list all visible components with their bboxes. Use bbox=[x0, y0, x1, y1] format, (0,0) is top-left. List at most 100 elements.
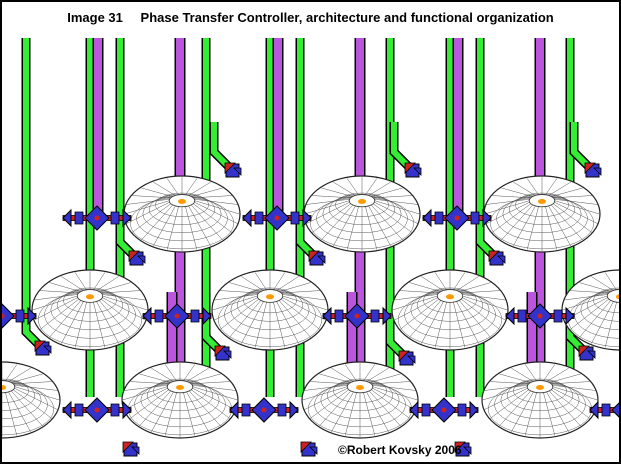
phase-controller-node bbox=[2, 303, 37, 329]
torus-meridian bbox=[344, 392, 357, 436]
green-line bbox=[391, 122, 411, 169]
torus-meridian bbox=[409, 282, 442, 292]
torus-meridian bbox=[368, 181, 391, 196]
torus-meridian bbox=[554, 200, 600, 215]
torus-meridian bbox=[368, 390, 401, 427]
torus-meridian bbox=[14, 384, 58, 391]
corner-connector-icon bbox=[578, 345, 596, 361]
toroid-element bbox=[483, 175, 601, 253]
torus-meridian bbox=[392, 295, 438, 311]
purple-line bbox=[348, 292, 356, 397]
torus-meridian bbox=[374, 200, 420, 215]
torus-meridian bbox=[93, 272, 106, 291]
torus-meridian bbox=[132, 195, 171, 199]
torus-meridian bbox=[254, 272, 267, 291]
torus-meridian bbox=[164, 392, 177, 436]
torus-meridian bbox=[484, 200, 530, 215]
torus-meridian bbox=[32, 295, 78, 311]
arrow-right-icon bbox=[382, 306, 392, 326]
corner-connector-icon bbox=[398, 350, 416, 366]
torus-meridian bbox=[554, 201, 598, 224]
torus-meridian bbox=[153, 205, 176, 247]
torus-meridian bbox=[312, 195, 351, 199]
torus-meridian bbox=[124, 387, 168, 410]
torus-meridian bbox=[190, 187, 223, 197]
phase-controller-node bbox=[589, 400, 619, 420]
purple-line bbox=[168, 292, 176, 397]
torus-meridian bbox=[40, 298, 80, 330]
torus-meridian bbox=[462, 294, 506, 301]
torus-meridian bbox=[153, 181, 176, 196]
arrow-left-icon bbox=[229, 400, 239, 420]
torus-meridian bbox=[579, 300, 612, 338]
torus-meridian bbox=[282, 294, 326, 301]
torus-meridian bbox=[526, 178, 539, 196]
torus-meridian bbox=[490, 381, 529, 385]
torus-meridian bbox=[552, 203, 592, 233]
torus-meridian bbox=[513, 181, 536, 196]
torus-meridian bbox=[365, 206, 378, 250]
torus-meridian bbox=[484, 387, 528, 410]
torus-meridian bbox=[139, 390, 172, 427]
torus-meridian bbox=[278, 300, 311, 338]
torus-meridian bbox=[365, 178, 378, 196]
torus-meridian bbox=[61, 301, 84, 344]
torus-meridian bbox=[492, 203, 532, 233]
torus-meridian bbox=[319, 373, 352, 383]
torus-meridian bbox=[372, 203, 412, 233]
torus-meridian bbox=[276, 301, 299, 344]
torus-meridian bbox=[363, 364, 376, 382]
torus-meridian bbox=[550, 389, 590, 419]
torus-center bbox=[616, 294, 619, 300]
torus-meridian bbox=[513, 205, 536, 247]
torus-meridian bbox=[8, 391, 31, 433]
torus-meridian bbox=[214, 294, 258, 301]
torus-meridian bbox=[164, 364, 177, 382]
torus-meridian bbox=[551, 381, 590, 385]
torus-meridian bbox=[526, 206, 539, 250]
torus-meridian bbox=[456, 301, 479, 344]
arrow-left-icon bbox=[62, 208, 72, 228]
green-line bbox=[571, 122, 591, 169]
torus-meridian bbox=[543, 364, 556, 382]
torus-meridian bbox=[194, 198, 238, 205]
arrow-left-icon bbox=[422, 208, 432, 228]
torus-hole bbox=[606, 289, 619, 303]
torus-meridian bbox=[192, 203, 232, 233]
torus-meridian bbox=[220, 290, 259, 294]
purple-line bbox=[528, 292, 536, 397]
torus-meridian bbox=[185, 206, 198, 250]
torus-meridian bbox=[306, 198, 350, 205]
corner-connector-icon bbox=[404, 162, 422, 178]
node-layer bbox=[2, 162, 619, 457]
torus-meridian bbox=[490, 389, 530, 419]
corner-connector-icon bbox=[34, 340, 52, 356]
purple-line bbox=[274, 38, 282, 222]
torus-ring bbox=[2, 383, 54, 436]
toroid-layer bbox=[2, 175, 619, 439]
torus-meridian bbox=[124, 384, 168, 391]
corner-connector-icon bbox=[488, 250, 506, 266]
torus-meridian bbox=[310, 381, 349, 385]
torus-meridian bbox=[501, 187, 534, 197]
torus-meridian bbox=[453, 301, 466, 348]
torus-meridian bbox=[102, 295, 148, 311]
torus-meridian bbox=[604, 272, 617, 291]
torus-meridian bbox=[13, 381, 52, 385]
torus-meridian bbox=[124, 200, 170, 215]
torus-meridian bbox=[372, 384, 416, 391]
torus-meridian bbox=[282, 295, 328, 311]
torus-meridian bbox=[5, 392, 18, 436]
torus-meridian bbox=[333, 181, 356, 196]
phase-controller-node bbox=[409, 397, 479, 423]
torus-meridian bbox=[122, 386, 168, 401]
torus-meridian bbox=[400, 298, 440, 330]
torus-meridian bbox=[183, 364, 196, 382]
torus-meridian bbox=[102, 294, 146, 301]
figure-title-bar: Image 31 Phase Transfer Controller, arch… bbox=[2, 10, 619, 25]
phase-controller-node bbox=[229, 397, 299, 423]
torus-meridian bbox=[188, 205, 211, 247]
torus-center bbox=[536, 384, 544, 390]
torus-meridian bbox=[333, 205, 356, 247]
